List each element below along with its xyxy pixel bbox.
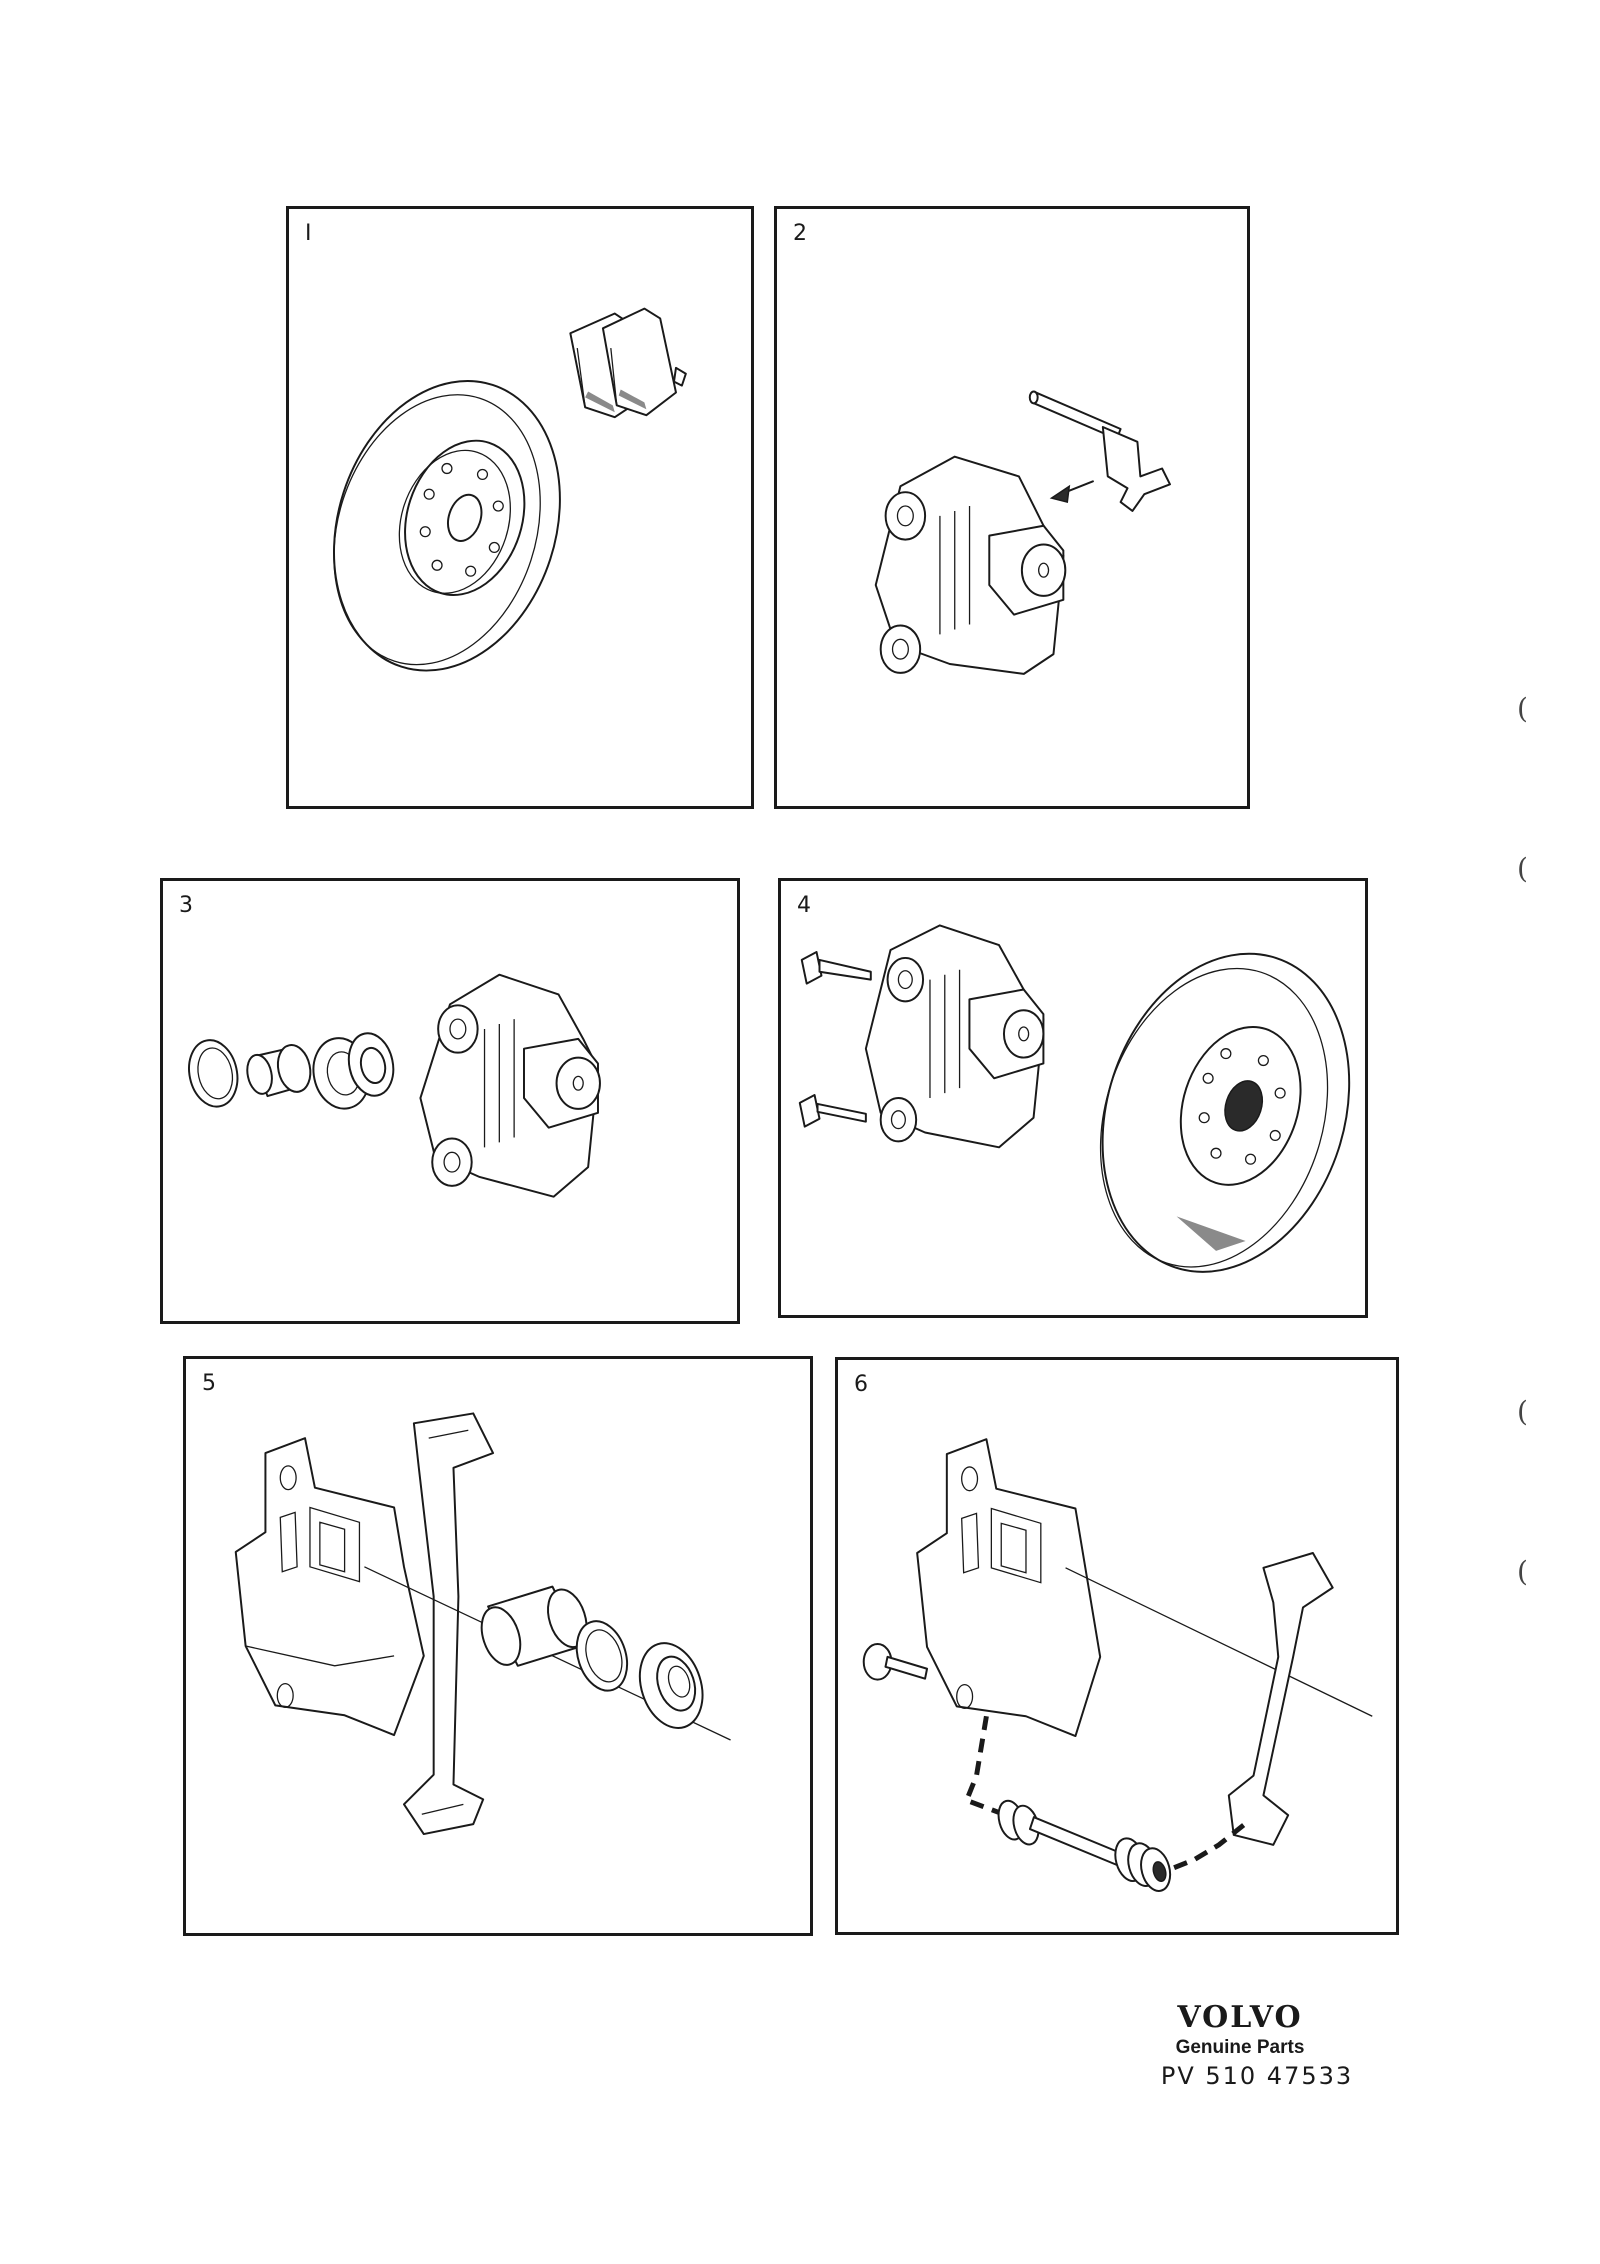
panel-number: 2 — [793, 221, 807, 246]
caliper-housing-icon — [234, 1437, 425, 1737]
brake-disc-icon — [1099, 952, 1351, 1273]
brand-tagline: Genuine Parts — [1175, 2037, 1305, 2058]
brake-caliper-icon — [419, 973, 601, 1198]
spring-clip-icon — [1101, 426, 1171, 512]
brand-block: VOLVO Genuine Parts — [1120, 2000, 1360, 2060]
panel-number: 3 — [179, 893, 193, 918]
guide-pin-icon — [997, 1799, 1126, 1868]
caliper-bolts-disc-illustration — [798, 924, 1351, 1273]
seal-ring-icon — [188, 1039, 239, 1108]
caliper-piston-exploded-illustration — [234, 1412, 731, 1836]
panel-number: 4 — [797, 893, 811, 918]
panel-6-guide-pin-assembly: 6 — [835, 1357, 1399, 1935]
volvo-logo: VOLVO — [1177, 2000, 1303, 2035]
margin-mark: ( — [1517, 692, 1528, 725]
brake-caliper-icon — [864, 924, 1045, 1149]
caliper-bolt-icon — [798, 1094, 867, 1128]
piston-icon — [246, 1044, 312, 1098]
brake-disc-icon — [333, 380, 561, 672]
assembly-path-line — [1168, 1823, 1246, 1872]
dust-boot-icon — [312, 1032, 395, 1110]
assembly-path-line — [963, 1715, 1008, 1818]
caliper-bracket-icon — [1227, 1552, 1334, 1846]
caliper-pin-illustration — [874, 390, 1171, 675]
dust-boot-icon — [638, 1642, 704, 1729]
spring-icon — [1114, 1837, 1172, 1892]
caliper-housing-icon — [916, 1438, 1102, 1738]
direction-arrow-icon — [1049, 480, 1094, 503]
piston-and-seals-illustration — [188, 973, 601, 1198]
panel-1-disc-and-pads: I — [286, 206, 754, 809]
panel-3-piston-seals: 3 — [160, 878, 740, 1324]
caliper-bolt-icon — [862, 1643, 929, 1681]
panel-5-caliper-piston-exploded: 5 — [183, 1356, 813, 1936]
seal-ring-icon — [575, 1620, 629, 1692]
margin-mark: ( — [1517, 1555, 1528, 1588]
margin-mark: ( — [1517, 852, 1528, 885]
panel-4-caliper-bolts-disc: 4 — [778, 878, 1368, 1318]
caliper-bracket-icon — [402, 1412, 495, 1836]
caliper-bolt-icon — [800, 951, 872, 985]
guide-pin-assembly-illustration — [862, 1438, 1373, 1892]
brake-disc-and-pads-illustration — [333, 307, 687, 672]
brake-pads-icon — [569, 307, 687, 419]
piston-icon — [480, 1585, 588, 1667]
margin-mark: ( — [1517, 1395, 1528, 1428]
panel-number: 6 — [854, 1372, 868, 1397]
alignment-axis — [1065, 1567, 1373, 1717]
part-number: PV 510 47533 — [1160, 2062, 1354, 2090]
panel-2-caliper-pin-removal: 2 — [774, 206, 1250, 809]
brake-caliper-icon — [874, 455, 1067, 675]
panel-number: I — [305, 221, 312, 246]
panel-number: 5 — [202, 1371, 216, 1396]
